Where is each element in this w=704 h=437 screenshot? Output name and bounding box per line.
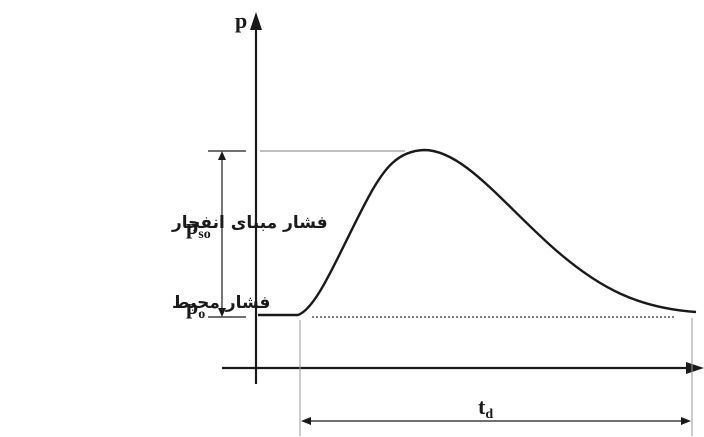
duration-arrow-left xyxy=(301,417,311,425)
x-axis-arrowhead xyxy=(686,362,704,374)
pressure-dimension-arrow-bottom xyxy=(218,308,226,317)
y-axis-label: p xyxy=(235,8,247,33)
peak-pressure-symbol: pso xyxy=(186,214,211,242)
peak-pressure-text: فشار مبنای انفجار xyxy=(171,213,328,233)
duration-label: td xyxy=(478,394,493,422)
ambient-pressure-text: فشار محیط xyxy=(172,293,270,313)
pressure-dimension-arrow-top xyxy=(218,151,226,160)
y-axis-arrowhead xyxy=(250,12,262,30)
ambient-pressure-symbol: po xyxy=(186,294,205,322)
pressure-curve xyxy=(258,148,697,317)
duration-arrow-right xyxy=(681,417,691,425)
